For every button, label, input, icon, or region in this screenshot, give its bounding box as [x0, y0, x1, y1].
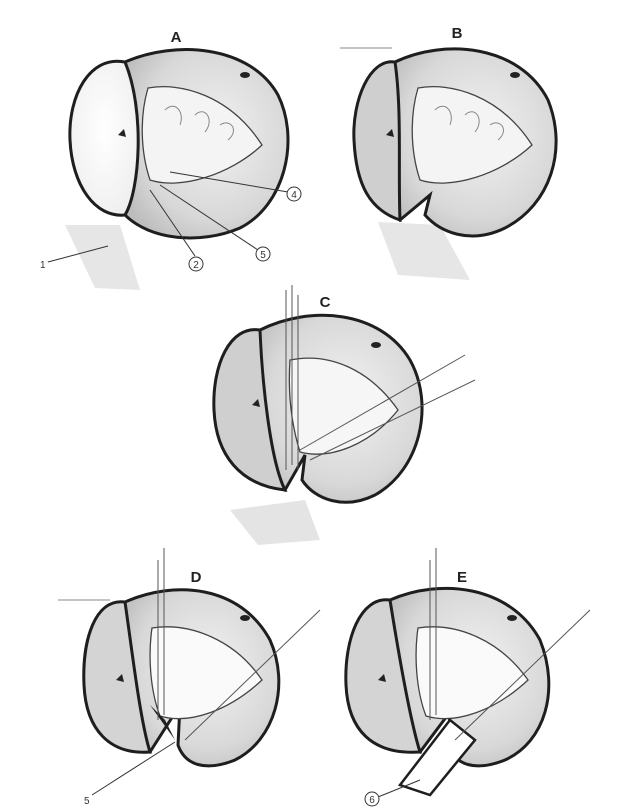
panel-c-label: C: [320, 294, 331, 311]
panel-e-mark: [507, 615, 517, 621]
panel-e-label: E: [457, 569, 467, 586]
panel-a-flap: [70, 61, 138, 215]
callout-5-label: 5: [84, 796, 90, 807]
panel-b-flap: [354, 62, 400, 220]
panel-a-mark: [240, 72, 250, 78]
panel-d-label: D: [191, 569, 202, 586]
panel-a-shadow: [65, 225, 140, 290]
panel-b: B: [340, 25, 556, 280]
panel-a-label: A: [171, 29, 182, 46]
callout-4-label: 4: [291, 190, 297, 201]
panel-b-label: B: [452, 25, 463, 42]
panel-d-mark: [240, 615, 250, 621]
callout-2-label: 2: [193, 260, 199, 271]
callout-3-label: 5: [260, 250, 266, 261]
callout-6-label: 6: [369, 795, 375, 806]
panel-d: 5 D: [58, 548, 320, 807]
panel-c-shadow: [230, 500, 320, 545]
panel-c: C: [214, 285, 475, 545]
panel-e: 6 E: [346, 548, 590, 806]
panel-a: A 1 2 5 4: [40, 29, 301, 290]
panel-b-mark: [510, 72, 520, 78]
panel-c-mark: [371, 342, 381, 348]
callout-1-label: 1: [40, 260, 46, 271]
